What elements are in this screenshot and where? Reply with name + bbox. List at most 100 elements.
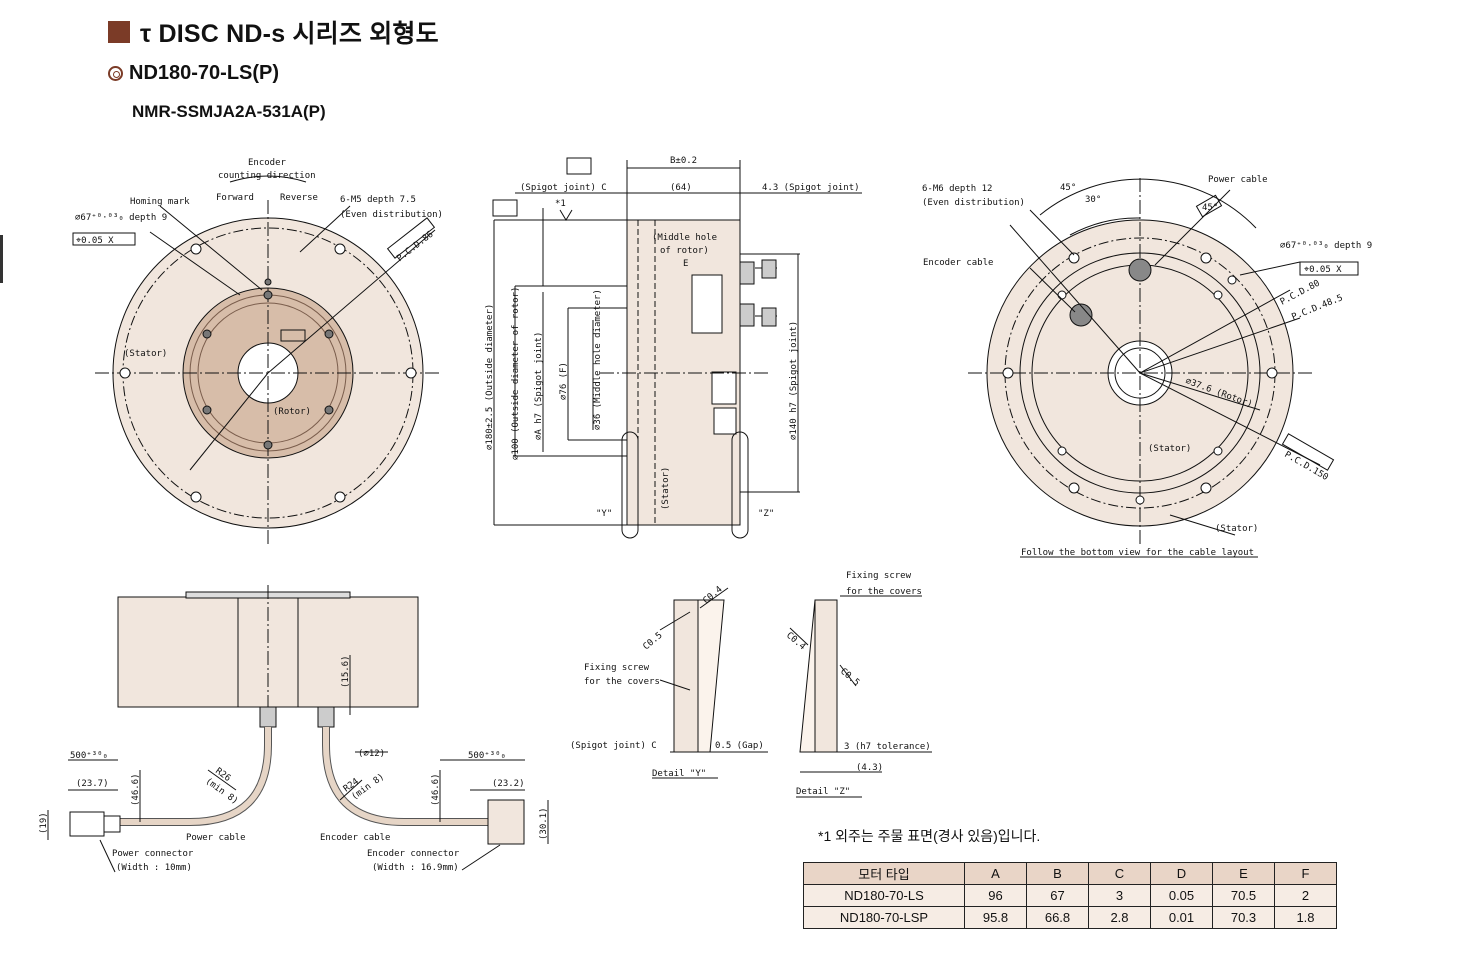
th-e: E [1212,862,1275,885]
cell: 95.8 [964,906,1027,929]
lbl-counting: counting direction [218,171,316,181]
drawing-labels: Encoder counting direction Forward Rever… [39,156,1372,873]
th-a: A [964,862,1027,885]
lbl-encoder: Encoder [248,158,287,168]
lbl-z: "Z" [758,509,774,519]
lbl-econ: Encoder cable [320,833,390,843]
table-header-row: 모터 타입 A B C D E F [803,862,1337,885]
lbl-dia180: ⌀180±2.5 (Outside diameter) [485,304,495,450]
lbl-econn: Encoder connector [367,849,460,859]
lbl-star1: *1 [555,199,566,209]
cell: 96 [964,884,1027,907]
lbl-deg45b: 45° [1202,203,1218,213]
spec-table: 모터 타입 A B C D E F ND180-70-LS 96 67 3 0.… [803,862,1337,929]
lbl-follow: Follow the bottom view for the cable lay… [1021,548,1254,558]
lbl-encoder-cable: Encoder cable [923,258,993,268]
section-header: τ DISC ND-s 시리즈 외형도 [108,14,439,50]
lbl-rotor: (Rotor) [273,407,311,417]
cell: 3 [1088,884,1151,907]
cell: 70.3 [1212,906,1275,929]
part-number: NMR-SSMJA2A-531A(P) [132,102,326,121]
lbl-of-rotor: of rotor) [660,246,709,256]
lbl-pcable: Power cable [186,833,246,843]
table-row: ND180-70-LS 96 67 3 0.05 70.5 2 [803,884,1337,907]
lbl-d43: (4.3) [856,763,883,773]
cell: ND180-70-LS [803,884,965,907]
lbl-spigot-c: (Spigot joint) C [520,183,607,193]
lbl-dia76: ⌀76 (F) [559,362,569,400]
lbl-w10: (Width : 10mm) [116,863,192,873]
lbl-detail-z: Detail "Z" [796,787,850,797]
lbl-c04b: C0.4 [784,631,807,653]
th-type: 모터 타입 [803,862,965,885]
lbl-d232: (23.2) [492,779,525,789]
lbl-deg45: 45° [1060,183,1076,193]
lbl-spigot-c2: (Spigot joint) C [570,741,657,751]
cell: 2.8 [1088,906,1151,929]
lbl-even2: (Even distribution) [922,198,1025,208]
lbl-detail-y: Detail "Y" [652,769,706,779]
cell: 66.8 [1026,906,1089,929]
lbl-forward: Forward [216,193,254,203]
cable-view [47,585,549,873]
cell: 70.5 [1212,884,1275,907]
lbl-dia140: ⌀140 h7 (Spigot joint) [789,321,799,440]
lbl-min8: (min 8) [203,776,240,806]
lbl-y: "Y" [596,509,612,519]
lbl-m5: 6-M5 depth 7.5 [340,195,416,205]
lbl-len500a: 500⁺³⁰₀ [70,751,108,761]
lbl-even: (Even distribution) [340,210,443,220]
lbl-d466b: (46.6) [431,773,441,806]
cell: 0.01 [1150,906,1213,929]
lbl-stator-bottom: (Stator) [1148,444,1191,454]
lbl-w16: (Width : 16.9mm) [372,863,459,873]
lbl-fix2: for the covers [584,677,660,687]
lbl-pcd86: P.C.D.86 [395,230,435,265]
lbl-dia100: ⌀100 (Outside diameter of rotor) [511,287,521,460]
table-row: ND180-70-LSP 95.8 66.8 2.8 0.01 70.3 1.8 [803,906,1337,929]
lbl-c05b: C0.5 [838,667,861,689]
lbl-m6: 6-M6 depth 12 [922,184,992,194]
detail-z [789,595,932,798]
lbl-d237: (23.7) [76,779,109,789]
lbl-d466: (46.6) [131,773,141,806]
th-c: C [1088,862,1151,885]
lbl-fix1: Fixing screw [584,663,650,673]
lbl-reverse: Reverse [280,193,318,203]
lbl-b: B±0.2 [670,156,697,166]
side-section-view [492,157,862,539]
lbl-stator-side: (Stator) [661,467,671,510]
lbl-deg30: 30° [1085,195,1101,205]
lbl-tol1: ⌖0.05 X [76,236,114,246]
lbl-fix3: Fixing screw [846,571,912,581]
lbl-middle-hole: (Middle hole [652,233,717,243]
bottom-view [968,178,1359,558]
model-name: ND180-70-LS(P) [129,62,280,84]
lbl-len500b: 500⁺³⁰₀ [468,751,506,761]
page-title: τ DISC ND-s 시리즈 외형도 [140,20,439,48]
lbl-h9b: ⌀67⁺⁰·⁰³₀ depth 9 [1280,241,1372,251]
lbl-dia36: ⌀36 (Middle hole diameter) [593,289,603,430]
model-heading: ND180-70-LS(P) [108,62,279,85]
cell: 67 [1026,884,1089,907]
th-b: B [1026,862,1089,885]
lbl-gap: 0.5 (Gap) [715,741,764,751]
lbl-power: Power cable [1208,175,1268,185]
th-d: D [1150,862,1213,885]
lbl-tol2: ⌖0.05 X [1304,265,1342,275]
cell: ND180-70-LSP [803,906,965,929]
lbl-pcd150: P.C.D.150 [1283,450,1330,483]
lbl-dia-a: ⌀A h7 (Spigot joint) [534,332,544,440]
lbl-b64: (64) [670,183,692,193]
lbl-d301: (30.1) [539,807,549,840]
lbl-d156: (15.6) [341,655,351,688]
cell: 1.8 [1274,906,1337,929]
lbl-fix4: for the covers [846,587,922,597]
lbl-pconn: Power connector [112,849,194,859]
lbl-stator: (Stator) [124,349,167,359]
lbl-d19: (19) [39,812,49,834]
front-view [72,175,442,545]
lbl-c05: C0.5 [642,631,665,653]
lbl-homing: Homing mark [130,197,190,207]
